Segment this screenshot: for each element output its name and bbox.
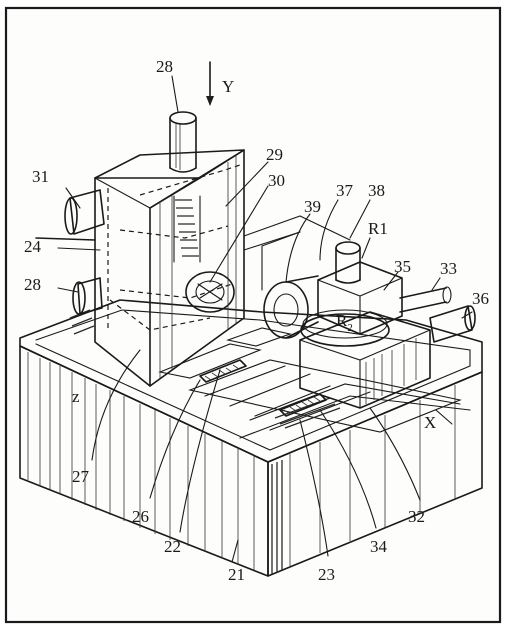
- label-27: 27: [72, 467, 90, 486]
- figure-frame: [4, 6, 502, 624]
- label-21: 21: [228, 565, 245, 584]
- label-r1: R1: [368, 219, 388, 238]
- label-37: 37: [336, 181, 354, 200]
- label-26: 26: [132, 507, 149, 526]
- rotary-stage: [243, 215, 476, 409]
- label-r2-sub: 2: [347, 322, 353, 334]
- label-x-axis: X: [424, 413, 436, 432]
- label-z-axis: z: [72, 387, 80, 406]
- label-23: 23: [318, 565, 335, 584]
- label-33: 33: [440, 259, 457, 278]
- y-axis-arrow: [206, 61, 214, 106]
- label-29: 29: [266, 145, 283, 164]
- label-28-left: 28: [24, 275, 41, 294]
- label-r2: R2: [336, 311, 353, 334]
- leader-lines: [57, 75, 473, 563]
- label-24: 24: [24, 237, 42, 256]
- labels: 28 Y 29 31 30 37 38 39 R1 24 35 33 28 36…: [24, 57, 489, 584]
- label-36: 36: [472, 289, 489, 308]
- column-slide: [94, 149, 245, 387]
- label-38: 38: [368, 181, 385, 200]
- label-r2-main: R: [336, 311, 348, 330]
- label-28-top: 28: [156, 57, 173, 76]
- top-cylinder: [169, 111, 197, 173]
- left-cylinders: [35, 189, 105, 315]
- label-35: 35: [394, 257, 411, 276]
- rails: [69, 309, 471, 439]
- label-y-axis: Y: [222, 77, 234, 96]
- label-22: 22: [164, 537, 181, 556]
- label-39: 39: [304, 197, 321, 216]
- label-32: 32: [408, 507, 425, 526]
- label-30: 30: [268, 171, 285, 190]
- base-block: [19, 299, 483, 577]
- label-34: 34: [370, 537, 388, 556]
- label-31: 31: [32, 167, 49, 186]
